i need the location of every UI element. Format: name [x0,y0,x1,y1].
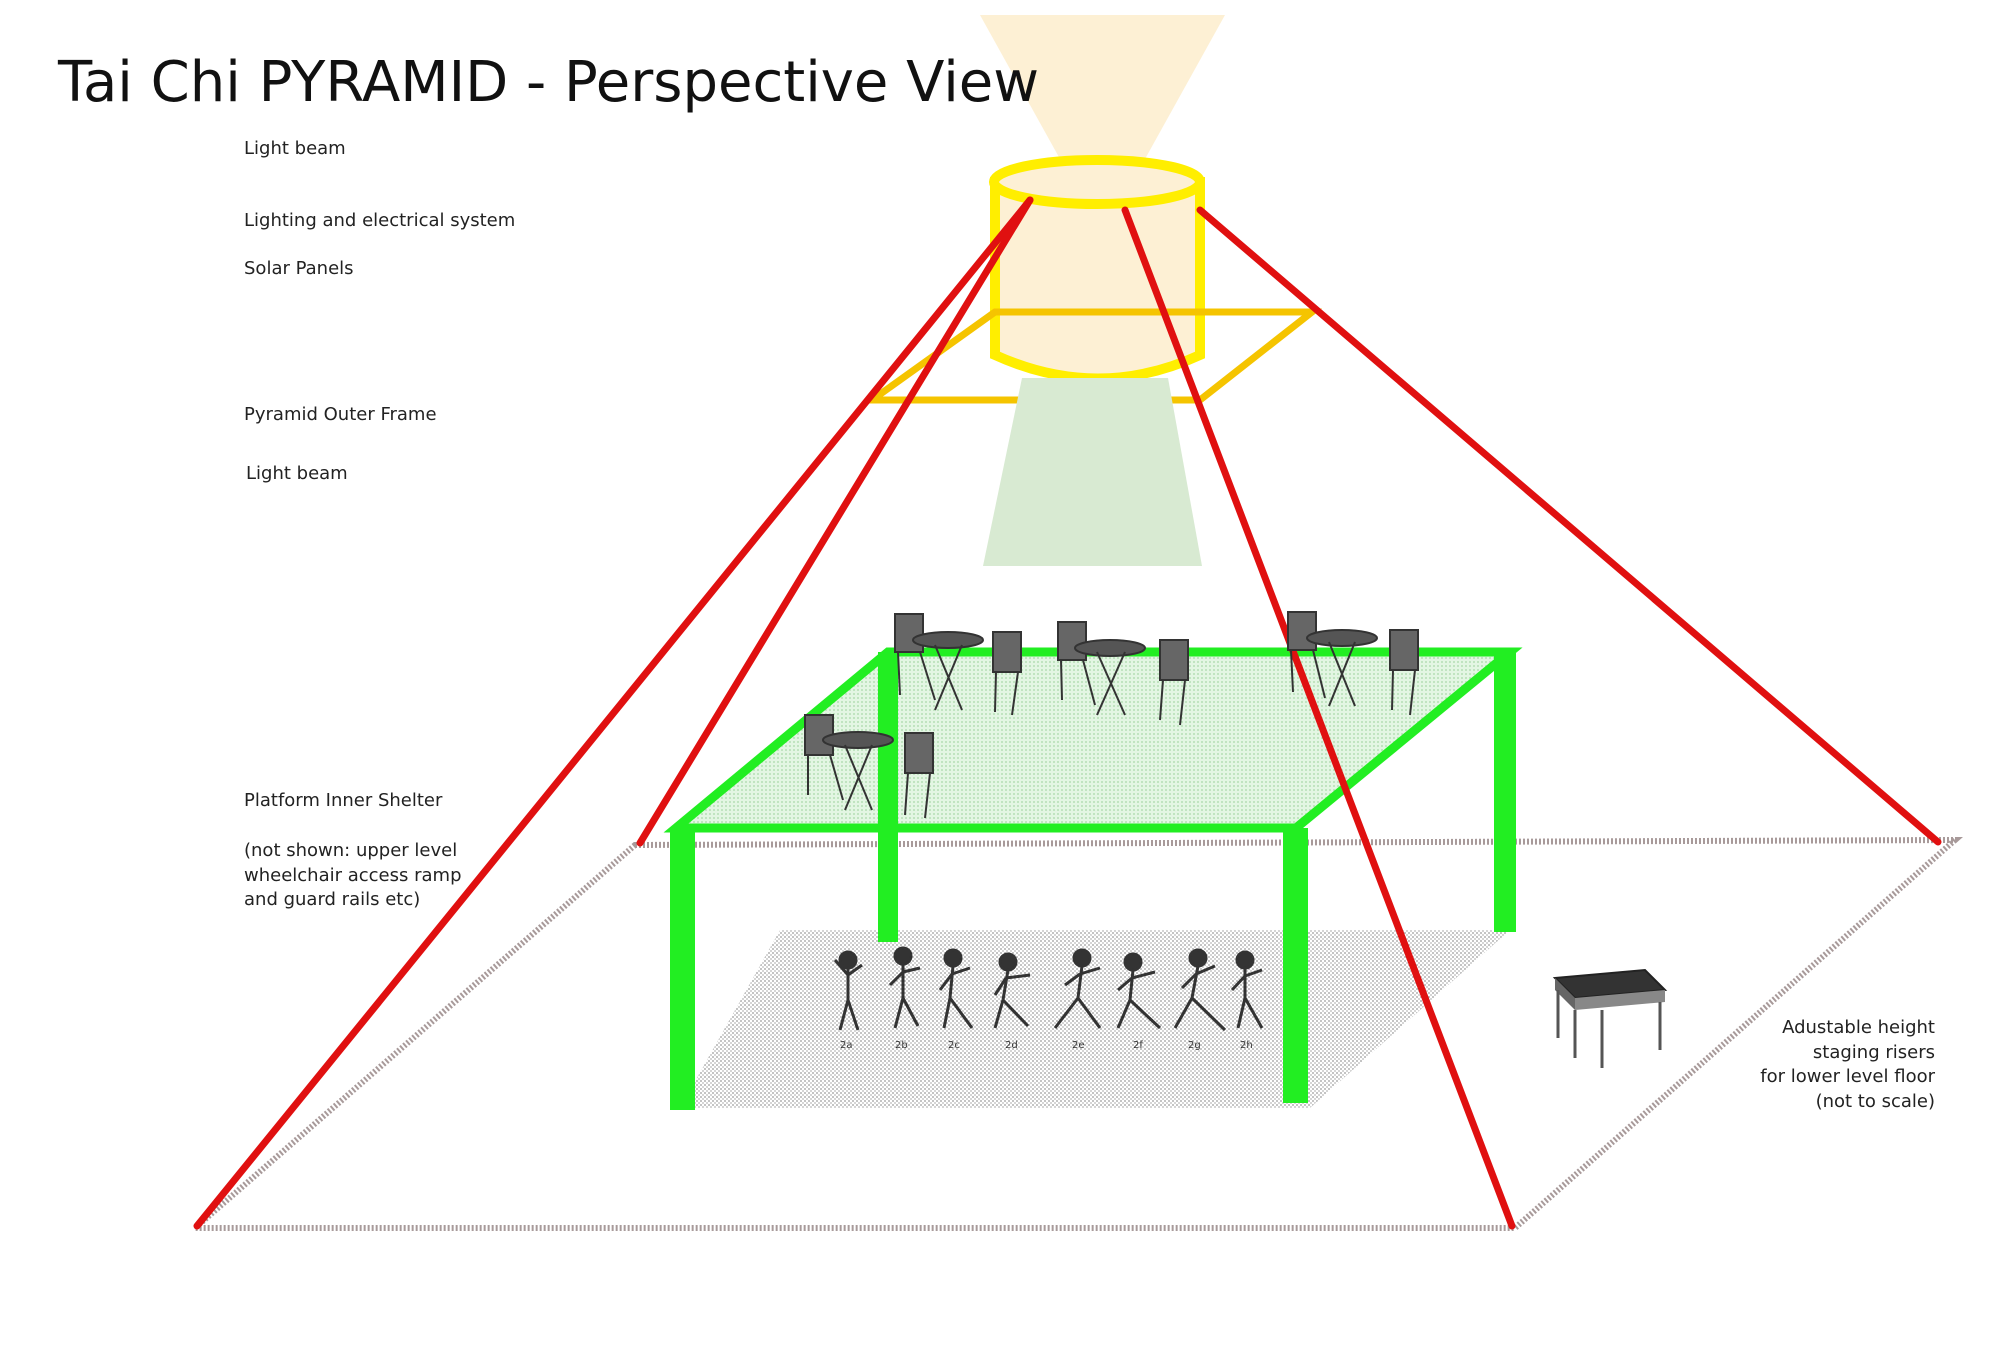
staging-riser [1552,968,1668,1068]
figure-caption: 2g [1188,1040,1201,1051]
figure-caption: 2d [1005,1040,1018,1051]
pyramid-outer-frame [193,196,1942,1230]
light-beam-lower [983,378,1202,566]
figure-2h: 2h [1230,950,1264,1051]
figure-2e: 2e [1053,948,1102,1051]
label-not-shown-3: and guard rails etc) [244,889,421,910]
label-solar-panels: Solar Panels [244,258,354,279]
figure-caption: 2b [895,1040,908,1051]
figure-2b: 2b [888,946,921,1051]
figure-2g: 2g [1173,948,1227,1051]
label-risers-1: Adustable height [1782,1017,1935,1038]
shelter-leg-back-right [1494,652,1516,932]
shelter-leg-back-left [878,652,898,942]
figure-caption: 2a [840,1040,853,1051]
lighting-ring-top [989,155,1205,209]
table-set-3 [1287,611,1419,716]
label-risers-4: (not to scale) [1815,1091,1935,1112]
figure-2d: 2d [993,952,1031,1051]
label-light-beam-top: Light beam [244,138,346,159]
label-risers-2: staging risers [1812,1042,1935,1063]
label-outer-frame: Pyramid Outer Frame [244,404,437,425]
figure-2c: 2c [938,948,974,1051]
label-lighting: Lighting and electrical system [244,210,516,231]
page-title: Tai Chi PYRAMID - Perspective View [58,50,1040,115]
cafe-furniture [804,611,1419,819]
label-not-shown-1: (not shown: upper level [244,840,458,861]
table-set-2 [1057,621,1189,726]
label-risers-3: for lower level floor [1760,1066,1935,1087]
figure-caption: 2e [1072,1040,1085,1051]
figure-caption: 2c [948,1040,960,1051]
shelter-roof [663,647,1523,833]
figure-caption: 2f [1133,1040,1143,1051]
figure-caption: 2h [1240,1040,1253,1051]
table-set-1 [894,613,1022,716]
table-set-4 [804,714,934,819]
shelter-leg-front-left [670,828,695,1110]
label-inner-shelter: Platform Inner Shelter [244,790,443,811]
label-light-beam-lower: Light beam [246,463,348,484]
shelter-leg-front-right [1283,828,1308,1103]
label-not-shown-2: wheelchair access ramp [244,865,462,886]
figure-2f: 2f [1116,952,1162,1051]
tai-chi-figures: 2a 2b 2c 2d 2e [833,946,1264,1051]
figure-2a: 2a [833,950,863,1051]
light-beam-top [980,15,1225,195]
